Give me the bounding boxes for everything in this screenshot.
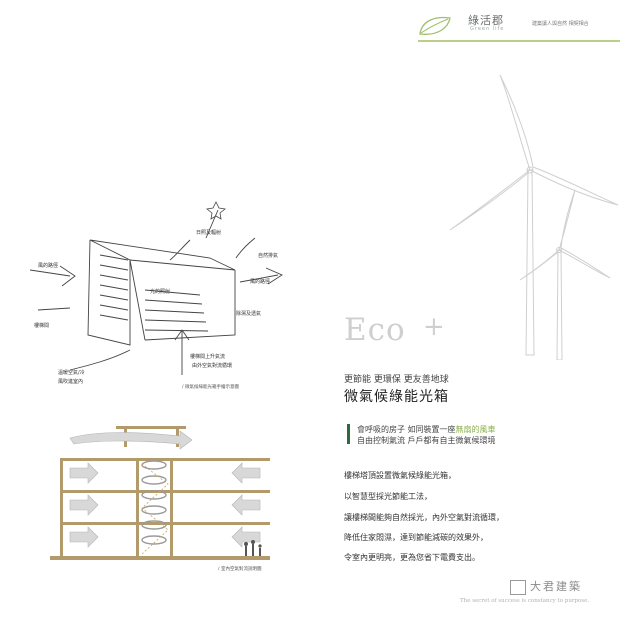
sketch-label-light: 光的照射	[150, 289, 171, 295]
logo-subtitle: Green life	[470, 26, 505, 32]
quote-bar	[347, 424, 350, 444]
eco-title: Eco	[344, 312, 406, 348]
brand-name: 大君建築	[530, 580, 582, 593]
sketch-label-wind-right: 風的路徑	[250, 279, 271, 285]
logo-title: 綠活郡	[468, 14, 504, 27]
body-line-5: 令室內更明亮，更為您省下電費支出。	[344, 553, 480, 562]
wind-turbine-illustration	[449, 74, 619, 360]
brand-motto: The secret of success is constancy to pu…	[460, 598, 590, 604]
sketch-label-cool-2: 風吹進室內	[58, 379, 84, 385]
headline: 微氣候綠能光箱	[344, 389, 449, 405]
header-tagline: 建築讓人與自然 相契相合	[532, 21, 589, 27]
quote-line-2: 自由控制氣流 戶戶都有自主微氣候環境	[357, 436, 496, 445]
quote-line-1: 會呼吸的房子 如同裝置一座無扇的風車	[357, 424, 496, 435]
sketch-label-convect-2: 由外空氣對流循環	[192, 363, 233, 369]
slogan: 更節能 更環保 更友善地球	[344, 375, 449, 385]
sketch-label-cool-1: 溫暖空氣/冷	[58, 370, 85, 376]
header-divider	[418, 40, 620, 42]
body-line-4: 降低住家悶濕，達到節能減碳的效果外，	[344, 533, 488, 542]
sketch-label-wind-left: 風的路徑	[38, 263, 59, 269]
sketch-caption: / 微氣候綠能光箱手繪示意圖	[182, 385, 239, 390]
light-box-sketch	[30, 201, 283, 375]
sketch-label-sun: 日照及輻射	[196, 230, 222, 236]
brand-mark-icon	[510, 580, 526, 595]
body-line-3: 讓樓梯間能夠自然採光，內外空氣對流循環，	[344, 513, 504, 522]
sketch-label-convect-1: 樓梯間上升氣流	[190, 354, 226, 360]
leaf-logo-icon	[419, 16, 451, 35]
sketch-label-vent: 自然排氣	[258, 253, 279, 259]
eco-plus: +	[423, 312, 445, 342]
body-line-2: 以智慧型採光節能工法，	[344, 492, 432, 501]
quote-line-1-text: 會呼吸的房子 如同裝置一座	[357, 425, 456, 434]
quote-highlight: 無扇的風車	[455, 425, 496, 434]
section-caption: / 室內空氣對流說明圖	[218, 567, 262, 572]
airflow-section-diagram	[50, 426, 270, 560]
body-line-1: 樓梯塔頂設置微氣候綠能光箱，	[344, 471, 456, 480]
sketch-label-stair: 樓梯間	[34, 323, 50, 329]
sketch-label-dehumid: 除濕及透氣	[236, 311, 262, 317]
